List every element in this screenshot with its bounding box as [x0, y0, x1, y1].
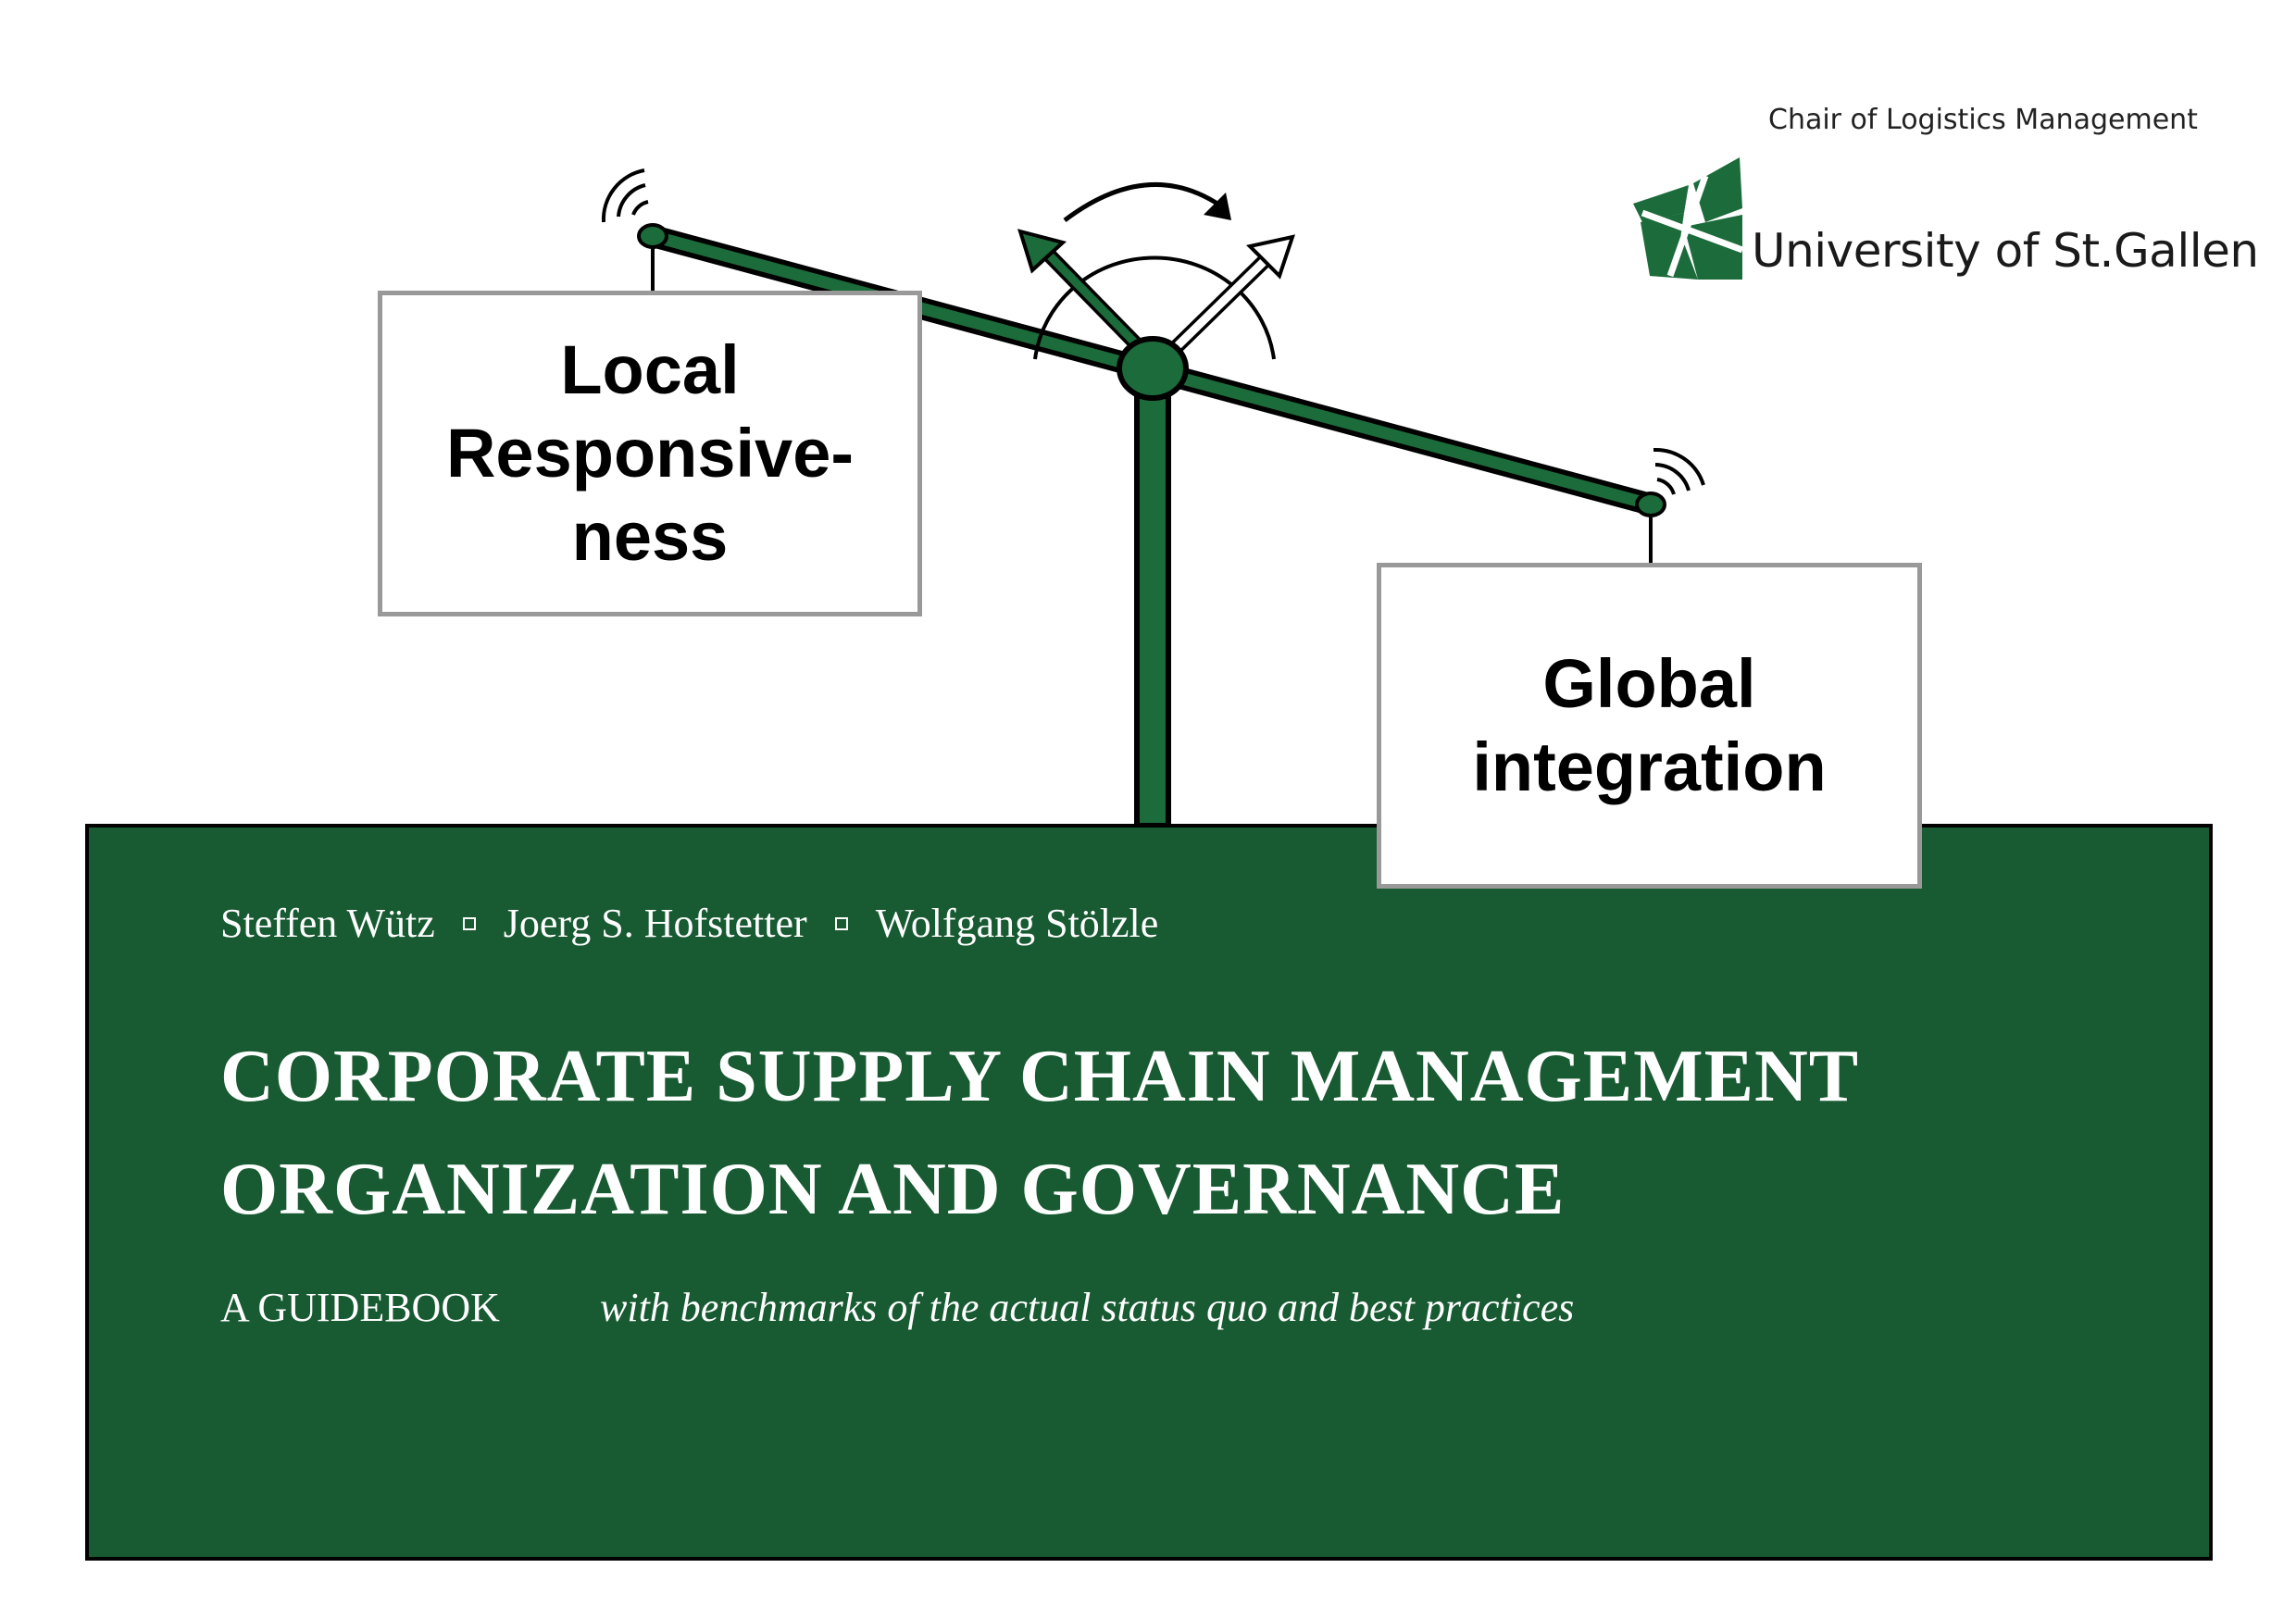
- separator-square-icon: [834, 916, 848, 930]
- rotation-arrow-icon: [1063, 181, 1231, 222]
- author-name: Steffen Wütz: [220, 901, 435, 946]
- local-responsiveness-label: Local Responsive- ness: [445, 331, 855, 575]
- author-list: Steffen Wütz Joerg S. Hofstetter Wolfgan…: [220, 900, 1158, 947]
- local-responsiveness-box: Local Responsive- ness: [378, 291, 922, 616]
- university-name: University of St.Gallen: [1752, 224, 2259, 278]
- author-name: Wolfgang Stölzle: [875, 901, 1159, 946]
- scale-pivot: [1117, 336, 1189, 401]
- global-integration-label: Global integration: [1472, 645, 1827, 805]
- book-tagline: with benchmarks of the actual status quo…: [600, 1285, 1575, 1330]
- global-integration-box: Global integration: [1377, 563, 1922, 889]
- signal-wave-icon-right: [1653, 447, 1705, 495]
- scale-post: [1134, 367, 1171, 828]
- book-subtitle: A GUIDEBOOK: [220, 1285, 500, 1330]
- angle-arc: [1033, 255, 1276, 360]
- cover-panel: [85, 824, 2213, 1561]
- separator-square-icon: [462, 916, 476, 930]
- hsg-logo-mark: [1633, 157, 1744, 280]
- book-title-line-1: CORPORATE SUPPLY CHAIN MANAGEMENT: [220, 1036, 1860, 1117]
- author-name: Joerg S. Hofstetter: [503, 901, 807, 946]
- book-title-line-2: ORGANIZATION AND GOVERNANCE: [220, 1149, 1566, 1230]
- right-beam-knob: [1635, 492, 1666, 517]
- left-beam-knob: [637, 223, 668, 249]
- signal-wave-icon: [601, 168, 649, 223]
- chair-label: Chair of Logistics Management: [1768, 104, 2198, 136]
